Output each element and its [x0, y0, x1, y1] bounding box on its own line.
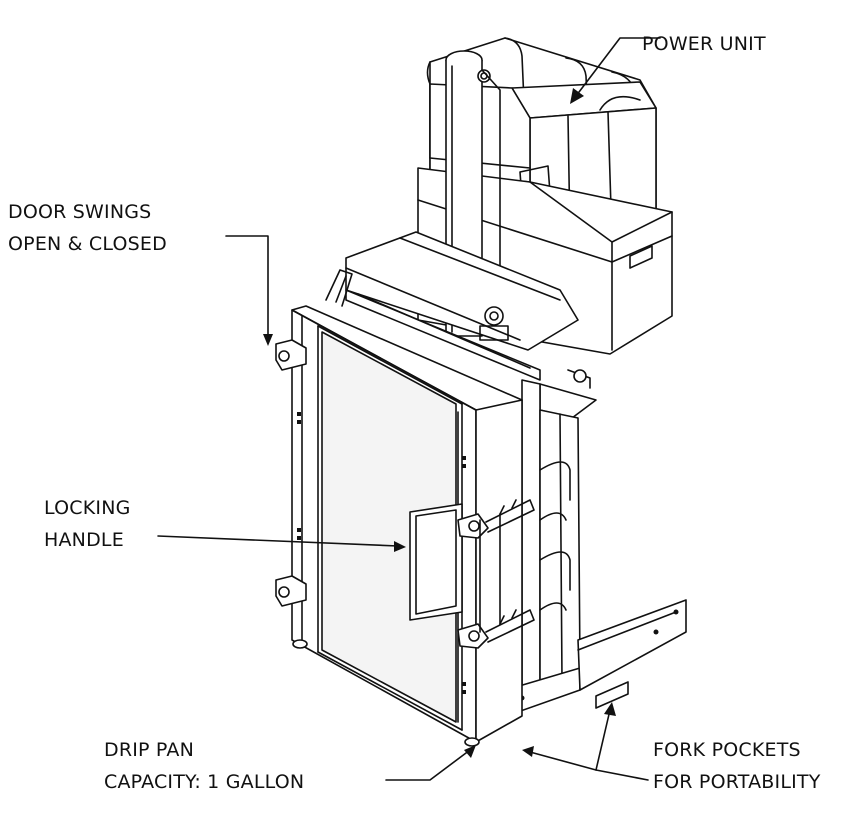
drip-pan-label-line-1: DRIP PAN: [104, 739, 194, 761]
leader-lines: [157, 235, 649, 781]
power-unit-label-line-1: POWER UNIT: [642, 33, 766, 55]
frame-drawing: [325, 231, 687, 727]
locking-handle-label-line-1: LOCKING: [44, 497, 131, 519]
door-swings-label-line-2: OPEN & CLOSED: [8, 233, 167, 255]
door-swings-label-line-1: DOOR SWINGS: [8, 201, 152, 223]
fork-pockets-label: FORK POCKETS FOR PORTABILITY: [653, 734, 821, 798]
hinge-marks: [297, 412, 466, 694]
fork-pockets-label-line-1: FORK POCKETS: [653, 739, 801, 761]
fork-pockets-label-line-2: FOR PORTABILITY: [653, 771, 821, 793]
door-swings-label: DOOR SWINGS OPEN & CLOSED: [8, 196, 167, 260]
door-drawing: [275, 305, 535, 747]
locking-handle-label-line-2: HANDLE: [44, 529, 124, 551]
locking-handle-label: LOCKING HANDLE: [44, 492, 131, 556]
drip-pan-label: DRIP PAN CAPACITY: 1 GALLON: [104, 734, 304, 798]
drip-pan-label-line-2: CAPACITY: 1 GALLON: [104, 771, 305, 793]
power-unit-label: POWER UNIT: [642, 28, 766, 60]
